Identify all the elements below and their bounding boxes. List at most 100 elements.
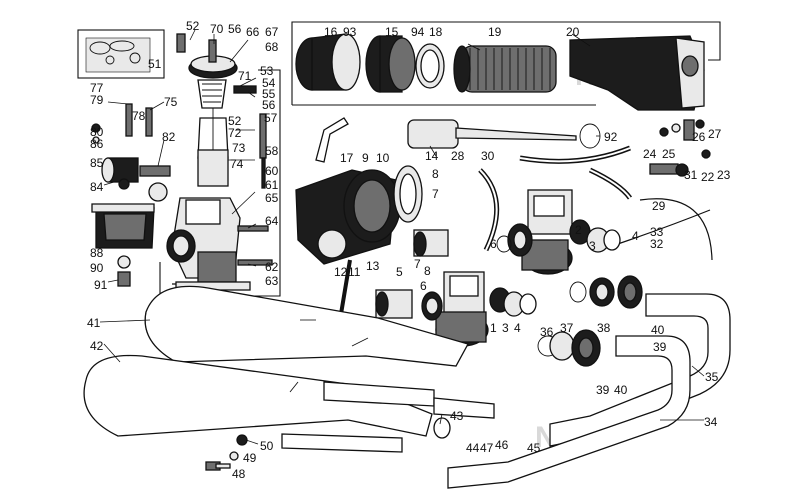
callout-67: 67	[265, 25, 279, 39]
callout-70: 70	[210, 22, 224, 36]
callout-68: 68	[265, 40, 279, 54]
callout-42: 42	[90, 339, 104, 353]
callout-23: 23	[717, 168, 731, 182]
callout-31: 31	[684, 168, 698, 182]
callout-88: 88	[90, 246, 104, 260]
callout-8a: 8	[432, 167, 439, 181]
callout-79: 79	[90, 93, 104, 107]
callout-5: 5	[396, 265, 403, 279]
callout-4b: 4	[514, 321, 521, 335]
carburetor-cap-icon	[176, 33, 267, 189]
callout-6a: 6	[490, 237, 497, 251]
callout-33: 33	[650, 225, 664, 239]
callout-7b: 7	[414, 257, 421, 271]
callout-91: 91	[94, 278, 108, 292]
callout-84: 84	[90, 180, 104, 194]
callout-3b: 3	[502, 321, 509, 335]
callout-26: 26	[692, 130, 706, 144]
callout-50: 50	[260, 439, 274, 453]
callout-73: 73	[232, 141, 246, 155]
callout-13: 13	[366, 259, 380, 273]
callout-4a: 4	[632, 229, 639, 243]
callout-52: 52	[186, 19, 200, 33]
callout-22: 22	[701, 170, 715, 184]
callout-11: 11	[348, 265, 361, 279]
callout-34: 34	[704, 415, 718, 429]
upper-muffler-icon	[144, 285, 469, 367]
callout-55: 55	[262, 87, 276, 101]
gasket-kit-icon	[85, 37, 151, 73]
callout-80: 80	[90, 125, 104, 139]
leader-lines	[99, 29, 705, 445]
callout-2: 2	[575, 223, 582, 237]
callout-94: 94	[411, 25, 425, 39]
callout-78: 78	[132, 109, 146, 123]
callout-72: 72	[228, 126, 242, 140]
callout-36: 36	[540, 325, 554, 339]
callout-45: 45	[527, 441, 541, 455]
callout-15: 15	[385, 25, 399, 39]
callout-51: 51	[148, 57, 162, 71]
callout-53: 53	[260, 64, 274, 78]
callout-20: 20	[566, 25, 580, 39]
callout-58: 58	[265, 144, 279, 158]
callout-30: 30	[481, 149, 495, 163]
callout-60: 60	[265, 164, 279, 178]
gasket-kit-box	[77, 29, 165, 79]
callout-29: 29	[652, 199, 666, 213]
callout-24: 24	[643, 147, 657, 161]
callout-56b: 56	[262, 98, 276, 112]
callout-48: 48	[232, 467, 246, 481]
callout-56: 56	[228, 22, 242, 36]
callout-74: 74	[230, 157, 244, 171]
air-box-housing-icon	[569, 35, 705, 111]
callout-6b: 6	[420, 279, 427, 293]
callout-85: 85	[90, 156, 104, 170]
callout-37: 37	[560, 321, 574, 335]
callout-38: 38	[597, 321, 611, 335]
callout-52b: 52	[228, 114, 242, 128]
exhaust-ring-nut-icon	[537, 275, 643, 367]
callout-3a: 3	[589, 239, 596, 253]
callout-46: 46	[495, 438, 509, 452]
callout-14: 14	[425, 149, 439, 163]
callout-93: 93	[343, 25, 357, 39]
callout-35: 35	[705, 370, 719, 384]
callout-49: 49	[243, 451, 257, 465]
callout-66: 66	[246, 25, 260, 39]
callout-47: 47	[480, 441, 494, 455]
callout-1: 1	[490, 321, 497, 335]
carburetor-body-icon	[166, 197, 273, 291]
right-carburetor-icon	[496, 189, 621, 275]
callout-62: 62	[265, 260, 279, 274]
callout-43: 43	[450, 409, 464, 423]
callout-17: 17	[340, 151, 354, 165]
callout-28: 28	[451, 149, 465, 163]
callout-10: 10	[376, 151, 390, 165]
throttle-cable-icon	[338, 259, 352, 321]
callout-61: 61	[265, 178, 279, 192]
callout-71: 71	[238, 69, 252, 83]
callout-77: 77	[90, 81, 104, 95]
callout-9: 9	[362, 151, 369, 165]
callout-90: 90	[90, 261, 104, 275]
callout-39b: 39	[596, 383, 610, 397]
lower-muffler-icon	[83, 354, 433, 437]
callout-92: 92	[604, 130, 618, 144]
airbox-bracket-icon	[649, 119, 711, 177]
air-filter-element-icon	[453, 45, 557, 93]
callout-27: 27	[708, 127, 722, 141]
callout-numbers: 52 70 56 66 67 68 51 53 71 54 55 56 52 5…	[87, 19, 731, 481]
airbox-frame	[291, 21, 721, 105]
callout-16: 16	[324, 25, 338, 39]
crossover-pipes-icon	[281, 381, 495, 453]
callout-7a: 7	[432, 187, 439, 201]
callout-54: 54	[262, 76, 276, 90]
callout-64: 64	[265, 214, 279, 228]
callout-8b: 8	[424, 264, 431, 278]
left-carburetor-icon	[375, 229, 537, 347]
float-bowl-icon	[91, 103, 171, 287]
callout-40b: 40	[614, 383, 628, 397]
breather-pipe-icon	[315, 117, 713, 261]
